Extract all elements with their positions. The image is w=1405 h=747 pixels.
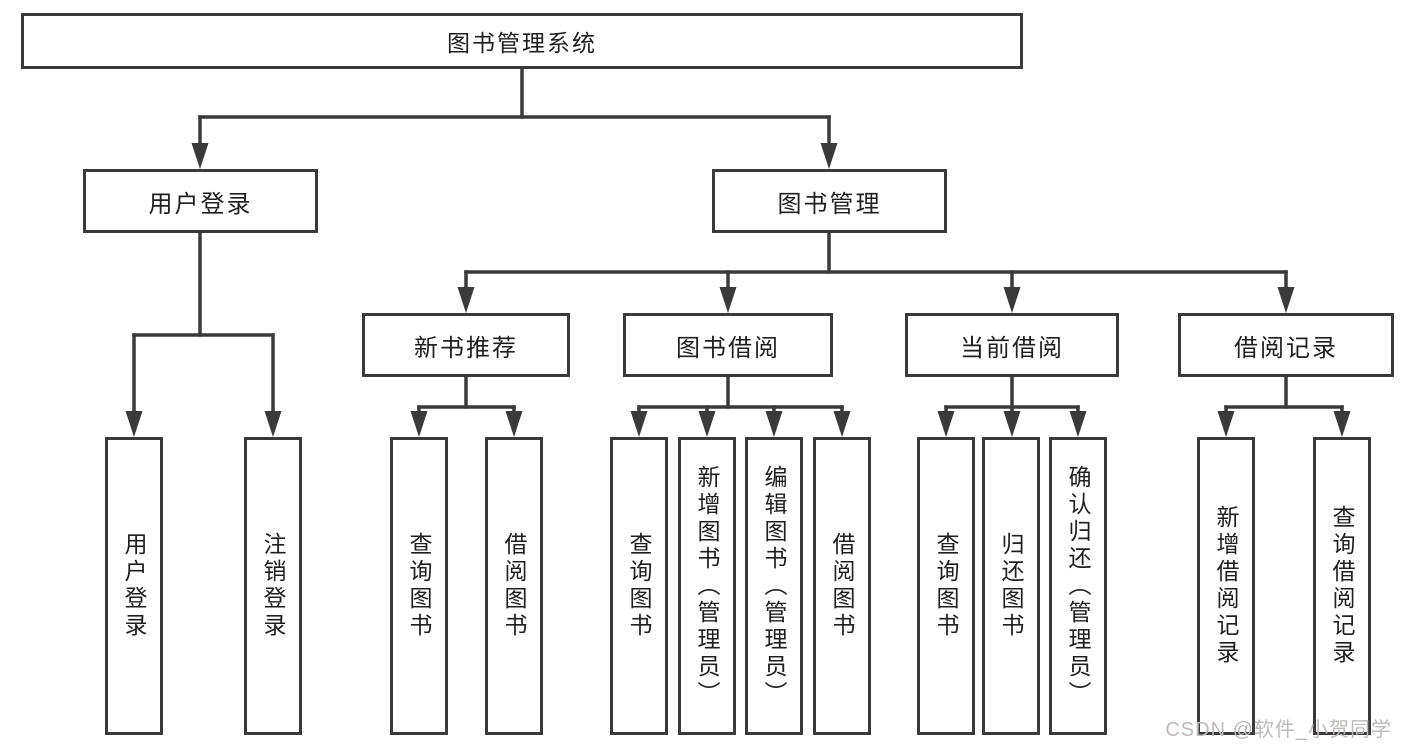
leaf-edit-book-admin: 编辑图书（管理员） (745, 437, 803, 735)
leaf-query-books-current: 查询图书 (917, 437, 975, 735)
leaf-borrow-books-recommend: 借阅图书 (485, 437, 543, 735)
leaf-query-books-borrow: 查询图书 (610, 437, 668, 735)
leaf-query-borrow-record: 查询借阅记录 (1313, 437, 1371, 735)
leaf-add-borrow-record: 新增借阅记录 (1197, 437, 1255, 735)
leaf-borrow-books: 借阅图书 (813, 437, 871, 735)
leaf-logout-login: 注销登录 (244, 437, 302, 735)
arrowheads (125, 143, 1351, 437)
leaf-confirm-return-admin: 确认归还（管理员） (1049, 437, 1107, 735)
leaf-user-login: 用户登录 (105, 437, 163, 735)
node-borrow-records: 借阅记录 (1178, 313, 1394, 377)
node-new-book-recommend: 新书推荐 (362, 313, 570, 377)
node-current-borrow: 当前借阅 (905, 313, 1119, 377)
node-library-management-system: 图书管理系统 (21, 13, 1023, 69)
leaf-query-books-recommend: 查询图书 (390, 437, 448, 735)
node-user-login: 用户登录 (83, 169, 318, 233)
node-book-management: 图书管理 (712, 169, 947, 233)
leaf-add-book-admin: 新增图书（管理员） (678, 437, 736, 735)
node-book-borrow: 图书借阅 (623, 313, 833, 377)
leaf-return-book: 归还图书 (982, 437, 1040, 735)
csdn-watermark: CSDN @软件_小贺同学 (1165, 719, 1392, 741)
